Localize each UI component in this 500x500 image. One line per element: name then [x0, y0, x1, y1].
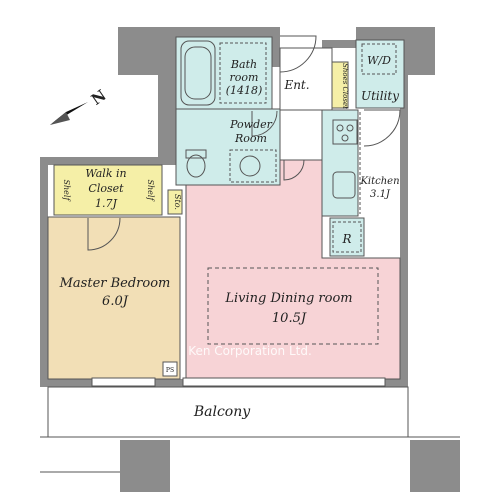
- kitchen-label-2: 3.1J: [370, 189, 391, 200]
- master-bedroom-fill: [47, 216, 181, 380]
- utility-label: Utility: [361, 89, 399, 103]
- balcony-column-right: [410, 440, 460, 492]
- wall-top-ent: [272, 27, 280, 67]
- stove: [332, 119, 358, 145]
- shoes-closet-label: Shoes Closet: [341, 63, 349, 109]
- fridge-label: R: [341, 232, 351, 246]
- bath-floor: [219, 42, 267, 104]
- burner-2: [346, 124, 354, 132]
- powder-label-1: Powder: [229, 118, 273, 131]
- fixtures: [91, 40, 397, 387]
- bedroom-door: [87, 217, 121, 251]
- kitchen-door: [363, 109, 401, 147]
- wall-right: [400, 93, 408, 387]
- shelf-right-label: Shelf: [146, 180, 155, 203]
- washbasin: [239, 155, 261, 177]
- balcony-column-left: [120, 440, 170, 492]
- storage-label: Sto.: [173, 194, 182, 210]
- living-dining-label-2: 10.5J: [272, 311, 307, 326]
- compass-label: N: [88, 86, 110, 109]
- closet-label-1: Walk in: [85, 167, 126, 180]
- balcony: [40, 386, 460, 473]
- powder-label-2: Room: [234, 132, 267, 145]
- master-bedroom-label-1: Master Bedroom: [59, 276, 171, 291]
- bath-fill: [175, 36, 273, 110]
- bath-label-2: room: [230, 71, 259, 84]
- balcony-label: Balcony: [193, 404, 251, 420]
- powder-door: [251, 110, 278, 137]
- bath-label-3: (1418): [226, 84, 263, 97]
- wall-top: [176, 27, 272, 37]
- wall-ent-right: [322, 40, 356, 48]
- entrance-fill: [279, 47, 333, 111]
- wall-left: [40, 157, 48, 387]
- kitchen-sink: [332, 171, 356, 199]
- toilet-bowl: [186, 154, 206, 178]
- balcony-area: [47, 386, 409, 438]
- wall-bottom-right: [385, 379, 408, 387]
- vanity: [229, 149, 277, 183]
- north-arrow-icon: N: [50, 86, 110, 125]
- washer-box: [361, 43, 397, 75]
- closet-label-2: Closet: [88, 182, 124, 195]
- pipe-space-box: [162, 361, 178, 377]
- wall-left-top: [40, 157, 176, 165]
- bathtub-inner: [184, 46, 212, 100]
- wall-bottom-left: [40, 379, 92, 387]
- living-dining-label-1: Living Dining room: [224, 291, 352, 306]
- north-arrow-tail: [50, 112, 70, 125]
- balcony-window: [91, 377, 156, 387]
- fridge-fill: [329, 217, 365, 257]
- wall-bottom-mid: [155, 379, 183, 387]
- bathtub: [180, 40, 216, 106]
- shoes-closet-fill: [331, 61, 349, 109]
- burner-3: [341, 134, 349, 142]
- kitchen-label-1: Kitchen: [359, 176, 399, 187]
- entrance-door: [279, 35, 317, 73]
- washer-label: W/D: [367, 54, 391, 67]
- wall-left-upper: [158, 75, 176, 165]
- living-rug: [207, 267, 379, 345]
- fridge-box: [332, 221, 362, 253]
- master-bedroom-label-2: 6.0J: [102, 294, 129, 309]
- wall-top-right-block: [356, 27, 435, 93]
- burner-1: [336, 124, 344, 132]
- pipe-space-label: PS: [166, 367, 174, 374]
- room-labels: Bath room (1418) Ent. Shoes Closet W/D U…: [59, 54, 400, 420]
- doors: [87, 35, 401, 251]
- wall-top-left-block: [118, 27, 176, 87]
- walk-in-closet-fill: [53, 164, 163, 216]
- toilet-tank: [185, 149, 207, 159]
- room-fills: [47, 36, 405, 380]
- shelf-left-label: Shelf: [62, 180, 71, 203]
- closet-label-3: 1.7J: [95, 197, 117, 210]
- storage-fill: [167, 189, 183, 215]
- walls: [40, 27, 460, 492]
- powder-fill: [175, 108, 281, 186]
- living-door: [283, 159, 305, 181]
- watermark: Ken Corporation Ltd.: [188, 344, 312, 358]
- bath-label-1: Bath: [230, 58, 257, 71]
- living-window: [182, 377, 386, 387]
- entrance-label: Ent.: [283, 78, 309, 92]
